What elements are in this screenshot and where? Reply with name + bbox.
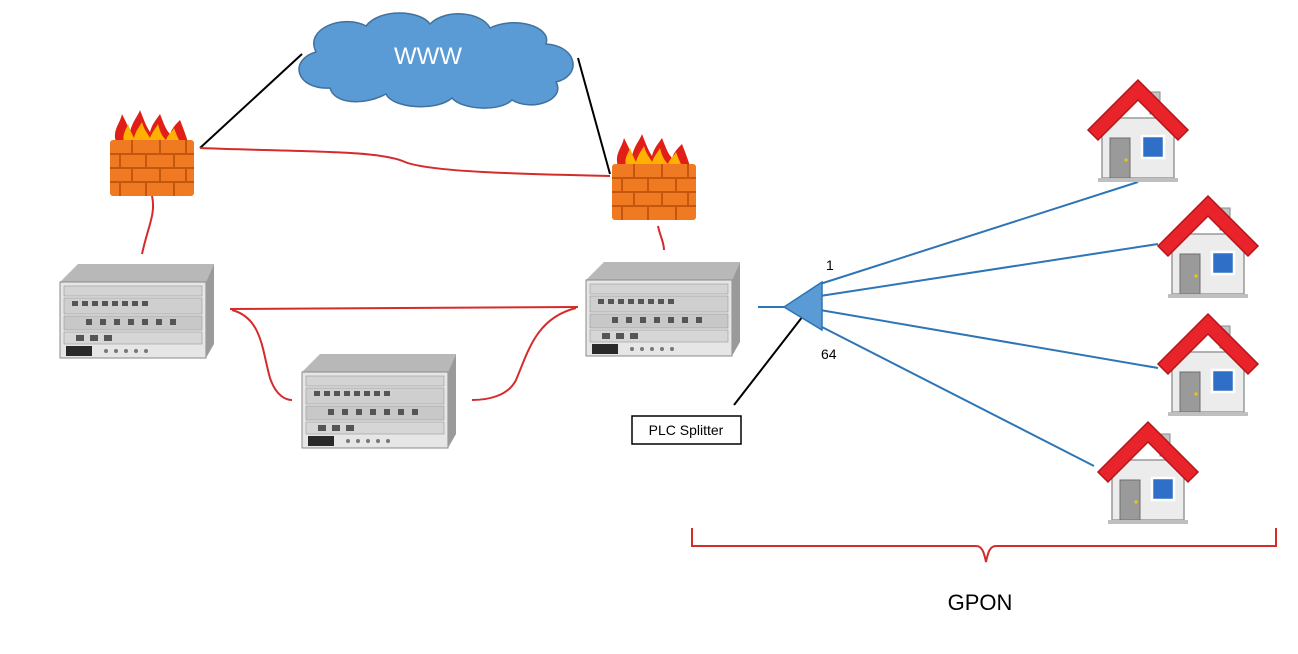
link-firewall-right-to-olt-right [657,225,665,251]
link-olt-right-to-olt-middle [471,307,577,401]
link-cloud-to-firewall-right [577,57,611,175]
link-firewall-left-to-olt-left [141,195,154,255]
house-icon-2 [1156,194,1260,300]
fiber-drop-2 [819,243,1159,297]
olt-left-icon [59,263,215,359]
house-icon-1 [1086,78,1190,184]
splitter-port-first: 1 [826,257,834,273]
gpon-label: GPON [948,590,1013,615]
house-icon-4 [1096,420,1200,526]
callout-label: PLC Splitter [649,422,724,438]
firewall-left-icon [109,109,195,197]
cloud-label: WWW [394,43,462,70]
cloud-icon [298,12,574,109]
house-icon-3 [1156,312,1260,418]
callout-box [631,415,742,445]
link-olt-left-to-olt-right [229,306,579,310]
callout-line [733,315,804,406]
olt-right-icon [585,261,741,357]
splitter-port-last: 64 [821,346,837,362]
link-olt-left-to-olt-middle [231,309,293,401]
fiber-drop-1 [819,181,1139,285]
splitter-triangle-icon [782,280,823,332]
fiber-drop-3 [819,309,1159,369]
firewall-right-icon [611,133,697,221]
gpon-bracket [691,528,1277,563]
fiber-drop-4 [819,325,1095,467]
link-firewall-to-firewall [199,147,611,177]
olt-middle-icon [301,353,457,449]
link-firewall-left-to-cloud [199,53,303,149]
